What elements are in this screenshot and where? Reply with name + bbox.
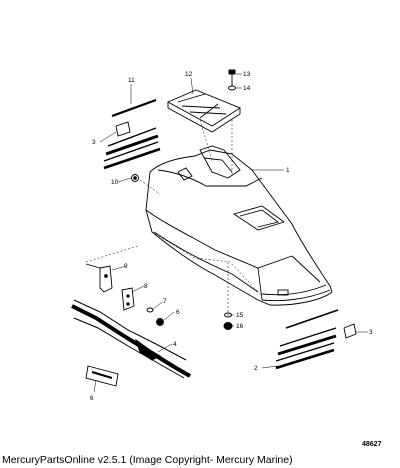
- callout-13: 12: [185, 71, 193, 78]
- bracket-10: [85, 245, 139, 293]
- decal-stripes-upper: [103, 98, 161, 170]
- small-decal-lower: [343, 323, 357, 339]
- callout-numbers: 11 12 13 14 1 10 3 9 8 7 6 15 16 3 2 4 6: [90, 71, 373, 402]
- callout-3-upper: 3: [92, 139, 96, 146]
- callout-7: 6: [176, 309, 180, 316]
- assembly-lines: [139, 119, 263, 318]
- callout-8: 7: [163, 298, 167, 305]
- image-caption: MercuryPartsOnline v2.5.1 (Image Copyrig…: [2, 454, 293, 466]
- callout-15-top: 14: [243, 85, 251, 92]
- reference-number: 48627: [362, 441, 382, 448]
- callout-11: 10: [111, 179, 119, 186]
- screw-11: [131, 174, 139, 182]
- leader-lines: [93, 73, 368, 393]
- callout-3-lower: 3: [369, 329, 373, 336]
- callout-15-bottom: 15: [236, 312, 244, 319]
- screw-8: [146, 307, 154, 313]
- callout-2: 2: [254, 365, 258, 372]
- callout-6: 6: [90, 395, 94, 402]
- callout-9: 8: [144, 283, 148, 290]
- bracket-9: [121, 287, 135, 311]
- callout-14: 13: [243, 71, 251, 78]
- small-decal-upper: [115, 121, 131, 137]
- decal-stripes-lower: [275, 309, 339, 370]
- top-cowl: [145, 145, 333, 306]
- side-decal-long: [71, 299, 191, 379]
- top-screw: [228, 69, 236, 91]
- nut-7: [156, 318, 164, 326]
- callout-10: 9: [124, 263, 128, 270]
- callout-1: 1: [286, 167, 290, 174]
- badge-decal: [85, 365, 119, 387]
- callout-12: 11: [128, 77, 135, 84]
- cover-plate: [166, 89, 241, 133]
- callout-16: 16: [236, 323, 244, 330]
- callout-4: 4: [173, 341, 177, 348]
